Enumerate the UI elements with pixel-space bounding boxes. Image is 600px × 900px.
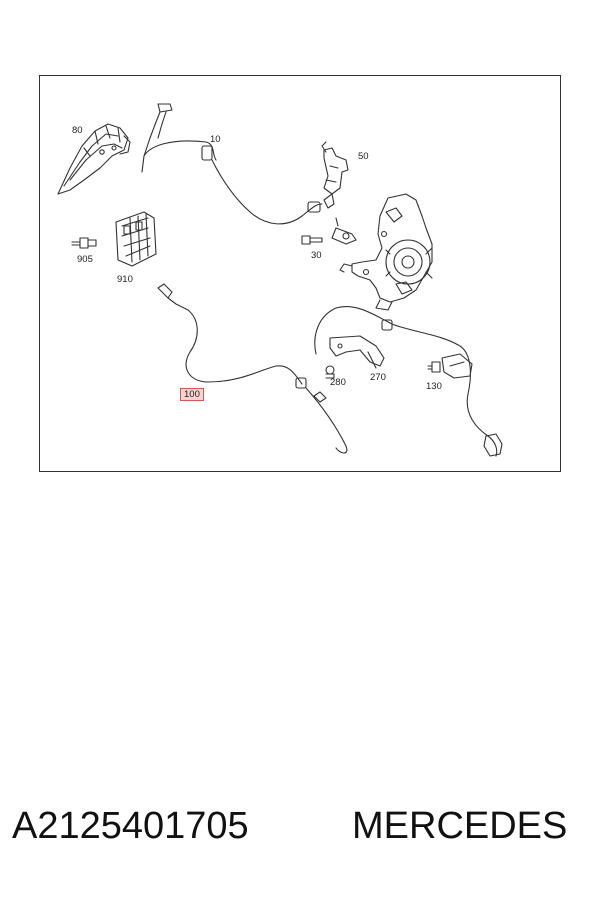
callout-80: 80 bbox=[72, 125, 83, 136]
callout-30: 30 bbox=[311, 250, 322, 261]
exploded-parts-diagram: 80 10 50 905 910 30 100 280 270 130 bbox=[39, 75, 561, 472]
part-50-bracket bbox=[321, 141, 349, 209]
callout-50: 50 bbox=[358, 151, 369, 162]
callout-270: 270 bbox=[370, 372, 386, 383]
brand-name: MERCEDES bbox=[352, 805, 568, 847]
part-130-clip bbox=[427, 361, 441, 373]
wheel-speed-sensor bbox=[331, 217, 357, 245]
callout-910: 910 bbox=[117, 274, 133, 285]
part-280-bolt bbox=[325, 365, 335, 379]
callout-280: 280 bbox=[330, 377, 346, 388]
callout-130: 130 bbox=[426, 381, 442, 392]
part-910-module bbox=[115, 211, 157, 267]
callout-905: 905 bbox=[77, 254, 93, 265]
part-number: A2125401705 bbox=[12, 805, 249, 847]
part-30-bolt bbox=[301, 235, 323, 245]
callout-100: 100 bbox=[180, 388, 204, 401]
steering-knuckle bbox=[339, 193, 433, 311]
part-270-holder bbox=[329, 335, 385, 369]
product-caption: A2125401705 MERCEDES bbox=[0, 805, 600, 865]
diagram-drawing bbox=[57, 103, 503, 457]
part-10-harness bbox=[141, 103, 323, 225]
part-100-harness bbox=[157, 283, 348, 454]
part-80-bracket bbox=[57, 123, 131, 195]
part-130-sensor-line bbox=[314, 306, 503, 457]
callout-10: 10 bbox=[210, 134, 221, 145]
part-905-connector bbox=[71, 237, 97, 249]
